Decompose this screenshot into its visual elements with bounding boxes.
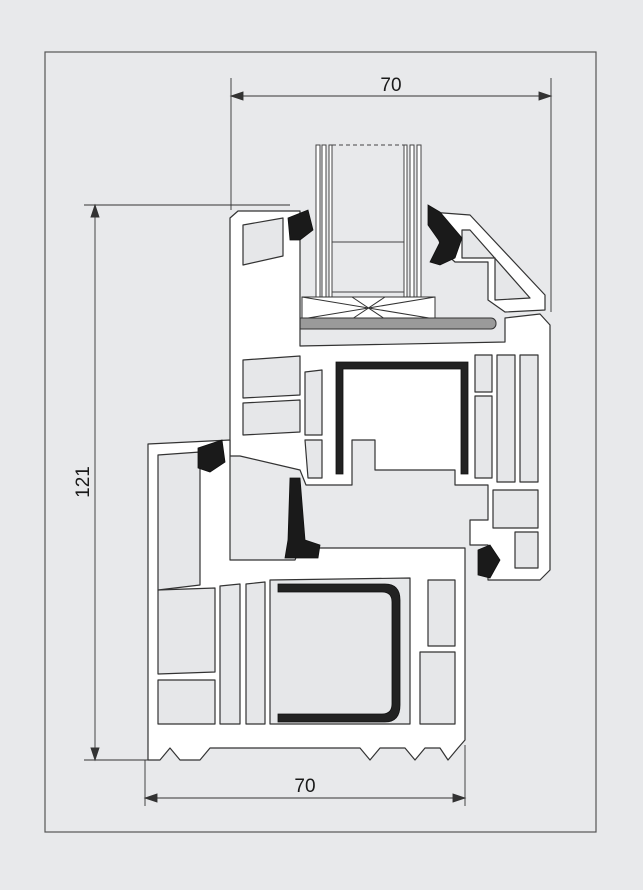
- setting-block: [295, 317, 497, 330]
- gasket-frame-left: [197, 439, 226, 473]
- glass-unit: [315, 144, 422, 298]
- steel-reinforcement-lower: [277, 583, 401, 723]
- dimension-bottom: [143, 745, 467, 806]
- drawing-border: [44, 51, 597, 833]
- gasket-glass-outer: [287, 209, 314, 241]
- gasket-frame-right: [477, 544, 501, 579]
- gaskets: [197, 204, 501, 579]
- dimension-top: [229, 78, 553, 312]
- dimension-height-label: 121: [73, 466, 94, 498]
- glass-spacer-block: [301, 296, 436, 320]
- frame-profile: [147, 439, 466, 761]
- dimension-height: [84, 203, 290, 762]
- sash-profile: [229, 210, 551, 581]
- dimension-bottom-label: 70: [294, 776, 315, 797]
- gasket-glass-inner: [427, 204, 463, 266]
- dimension-top-label: 70: [380, 75, 401, 96]
- gasket-sash: [284, 477, 321, 559]
- steel-reinforcement-upper: [335, 361, 469, 475]
